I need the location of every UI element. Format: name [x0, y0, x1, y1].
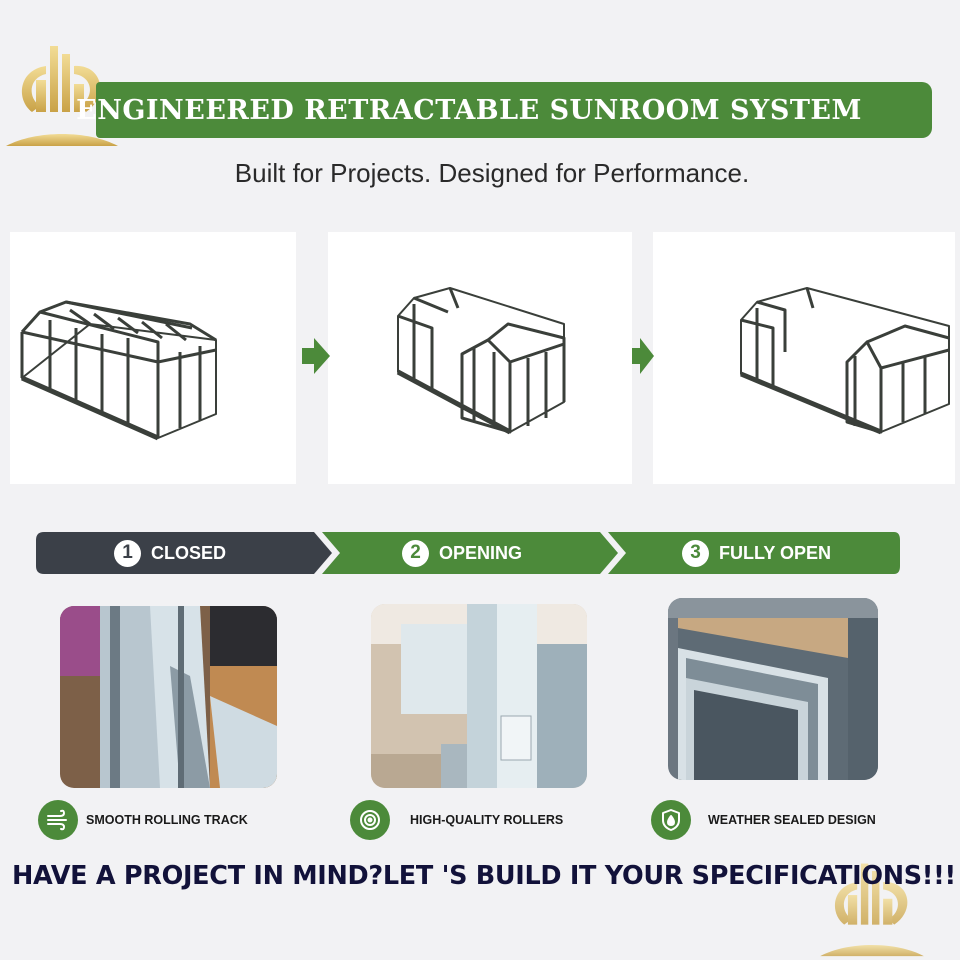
- page-title: ENGINEERED RETRACTABLE SUNROOM SYSTEM: [76, 94, 862, 126]
- weather-seal-photo: [668, 598, 878, 780]
- page-subtitle: Built for Projects. Designed for Perform…: [234, 158, 750, 188]
- step-3-chevron: [608, 532, 900, 574]
- feature-label: HIGH-QUALITY ROLLERS: [410, 813, 564, 827]
- rolling-track-photo: [60, 606, 277, 788]
- arrow-right-icon: [632, 338, 654, 374]
- company-logo-watermark: [820, 863, 924, 957]
- feature-label: SMOOTH ROLLING TRACK: [86, 813, 248, 827]
- step-label: CLOSED: [151, 542, 227, 563]
- step-fully-open: 3 FULLY OPEN: [682, 532, 831, 574]
- step-2-chevron: [322, 532, 618, 574]
- track-icon: [38, 800, 78, 840]
- roller-photo: [371, 604, 587, 788]
- step-progress-bar: 1 CLOSED 2 OPENING 3 FULLY OPEN: [36, 532, 900, 574]
- sunroom-closed-illustration: [10, 232, 296, 484]
- step-number: 1: [114, 539, 141, 567]
- sunroom-fully-open-illustration: [653, 232, 955, 484]
- roller-icon: [350, 800, 390, 840]
- title-banner: ENGINEERED RETRACTABLE SUNROOM SYSTEM: [76, 82, 932, 138]
- call-to-action: HAVE A PROJECT IN MIND?LET 'S BUILD IT Y…: [12, 861, 956, 891]
- step-label: OPENING: [439, 542, 523, 563]
- arrow-right-icon: [302, 338, 330, 374]
- shield-drop-icon: [651, 800, 691, 840]
- feature-label: WEATHER SEALED DESIGN: [708, 813, 876, 827]
- step-closed: 1 CLOSED: [114, 532, 226, 574]
- step-opening: 2 OPENING: [402, 532, 522, 574]
- sunroom-opening-illustration: [328, 232, 632, 484]
- step-number: 2: [402, 539, 429, 567]
- step-1-chevron: [36, 532, 332, 574]
- step-label: FULLY OPEN: [719, 542, 832, 563]
- step-number: 3: [682, 539, 709, 567]
- company-logo: [6, 46, 118, 146]
